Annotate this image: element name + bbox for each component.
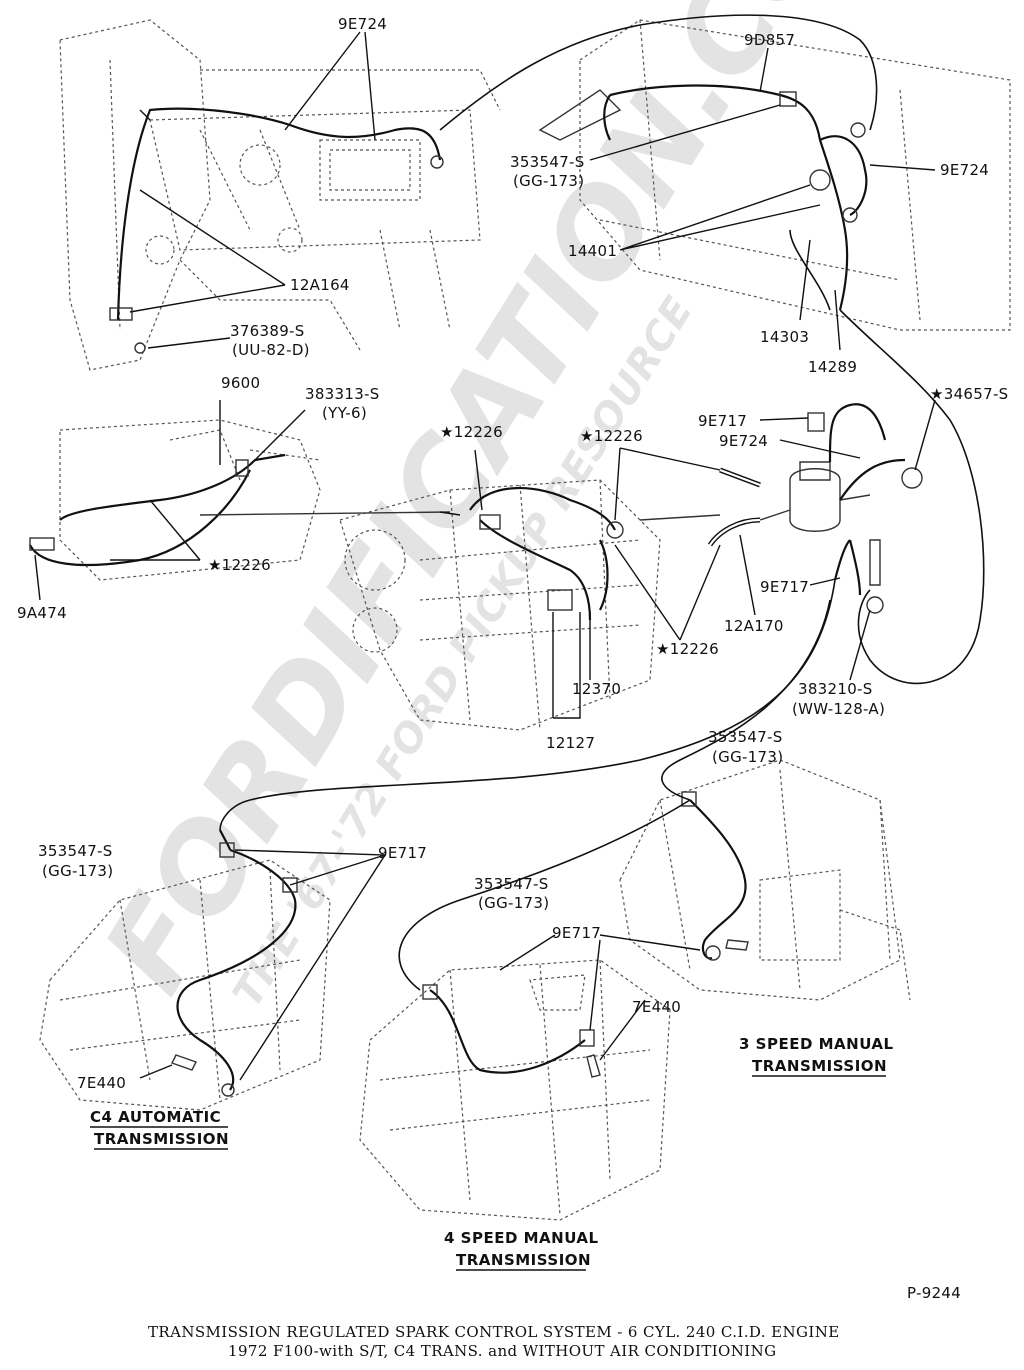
- fender-apron-view: [538, 19, 1011, 331]
- label-9e717-b: 9E717: [760, 578, 809, 596]
- label-7e440-b: 7E440: [632, 998, 681, 1016]
- label-12a170: 12A170: [724, 617, 784, 635]
- screw-376389: [134, 342, 146, 354]
- title-4-speed-line2: TRANSMISSION: [456, 1251, 591, 1269]
- part-labels: 9E724 9D857 353547-S (GG-173) 9E724 1440…: [17, 15, 1009, 1092]
- label-9e717-a: 9E717: [698, 412, 747, 430]
- label-gg173-top: (GG-173): [513, 172, 584, 190]
- switch-7e440-c4: [171, 1054, 197, 1071]
- label-383210: 383210-S: [798, 680, 873, 698]
- label-9a474: 9A474: [17, 604, 67, 622]
- label-353547-top: 353547-S: [510, 153, 585, 171]
- figure-number: P-9244: [907, 1284, 961, 1302]
- label-9d857: 9D857: [744, 31, 795, 49]
- connector-12a164: [109, 307, 133, 321]
- label-9e724-right: 9E724: [940, 161, 989, 179]
- distributor-12127: [547, 589, 573, 611]
- label-yy6: (YY-6): [322, 404, 367, 422]
- switch-7e440-4speed: [586, 1054, 601, 1078]
- bolt-383210: [866, 596, 884, 614]
- label-gg173-left: (GG-173): [42, 862, 113, 880]
- label-14289: 14289: [808, 358, 857, 376]
- label-383313: 383313-S: [305, 385, 380, 403]
- label-353547-c: 353547-S: [474, 875, 549, 893]
- c4-transmission-view: [39, 829, 331, 1111]
- engine-240-view: [199, 479, 661, 731]
- label-14303: 14303: [760, 328, 809, 346]
- switch-7e440-3speed: [725, 939, 749, 951]
- 4-speed-transmission-view: [359, 959, 671, 1221]
- air-cleaner-view: [29, 419, 321, 581]
- leader-lines: [34, 31, 936, 1081]
- label-12a164: 12A164: [290, 276, 350, 294]
- connector-9e717: [807, 412, 825, 432]
- ground-34657: [901, 467, 923, 489]
- label-14401: 14401: [568, 242, 617, 260]
- label-gg173-mid: (GG-173): [712, 748, 783, 766]
- label-376389: 376389-S: [230, 322, 305, 340]
- solenoid-valve-view: [639, 403, 923, 614]
- label-353547-left: 353547-S: [38, 842, 113, 860]
- label-12127: 12127: [546, 734, 595, 752]
- label-9600: 9600: [221, 374, 260, 392]
- label-ww128a: (WW-128-A): [792, 700, 885, 718]
- label-12226-d: ★12226: [656, 640, 719, 658]
- label-9e724-mid: 9E724: [719, 432, 768, 450]
- caption-line-2: 1972 F100-with S/T, C4 TRANS. and WITHOU…: [228, 1342, 777, 1360]
- label-gg173-c: (GG-173): [478, 894, 549, 912]
- label-353547-mid: 353547-S: [708, 728, 783, 746]
- label-uu82d: (UU-82-D): [232, 341, 310, 359]
- label-9e717-c: 9E717: [378, 844, 427, 862]
- label-12370: 12370: [572, 680, 621, 698]
- label-9e724-top: 9E724: [338, 15, 387, 33]
- label-34657: ★34657-S: [930, 385, 1009, 403]
- section-titles: 3 SPEED MANUAL TRANSMISSION C4 AUTOMATIC…: [90, 1035, 894, 1271]
- label-12226-b: ★12226: [580, 427, 643, 445]
- connector-9d857: [779, 91, 797, 107]
- watermark-main: FORDIFICATION.COM: [77, 0, 924, 1015]
- title-3-speed-line1: 3 SPEED MANUAL: [739, 1035, 894, 1053]
- cab-interior-view: [59, 19, 501, 371]
- label-9e717-d: 9E717: [552, 924, 601, 942]
- title-4-speed-line1: 4 SPEED MANUAL: [444, 1229, 599, 1247]
- label-12226-c: ★12226: [208, 556, 271, 574]
- title-3-speed-line2: TRANSMISSION: [752, 1057, 887, 1075]
- watermark: FORDIFICATION.COM THE '67-'72 FORD PICKU…: [77, 0, 924, 1015]
- vacuum-port-9a474: [29, 537, 55, 551]
- title-c4-line1: C4 AUTOMATIC: [90, 1108, 221, 1126]
- harness-routing-lines: [219, 14, 985, 991]
- label-12226-a: ★12226: [440, 423, 503, 441]
- 3-speed-transmission-view: [619, 759, 911, 1001]
- title-c4-line2: TRANSMISSION: [94, 1130, 229, 1148]
- label-7e440-a: 7E440: [77, 1074, 126, 1092]
- caption-line-1: TRANSMISSION REGULATED SPARK CONTROL SYS…: [148, 1323, 840, 1341]
